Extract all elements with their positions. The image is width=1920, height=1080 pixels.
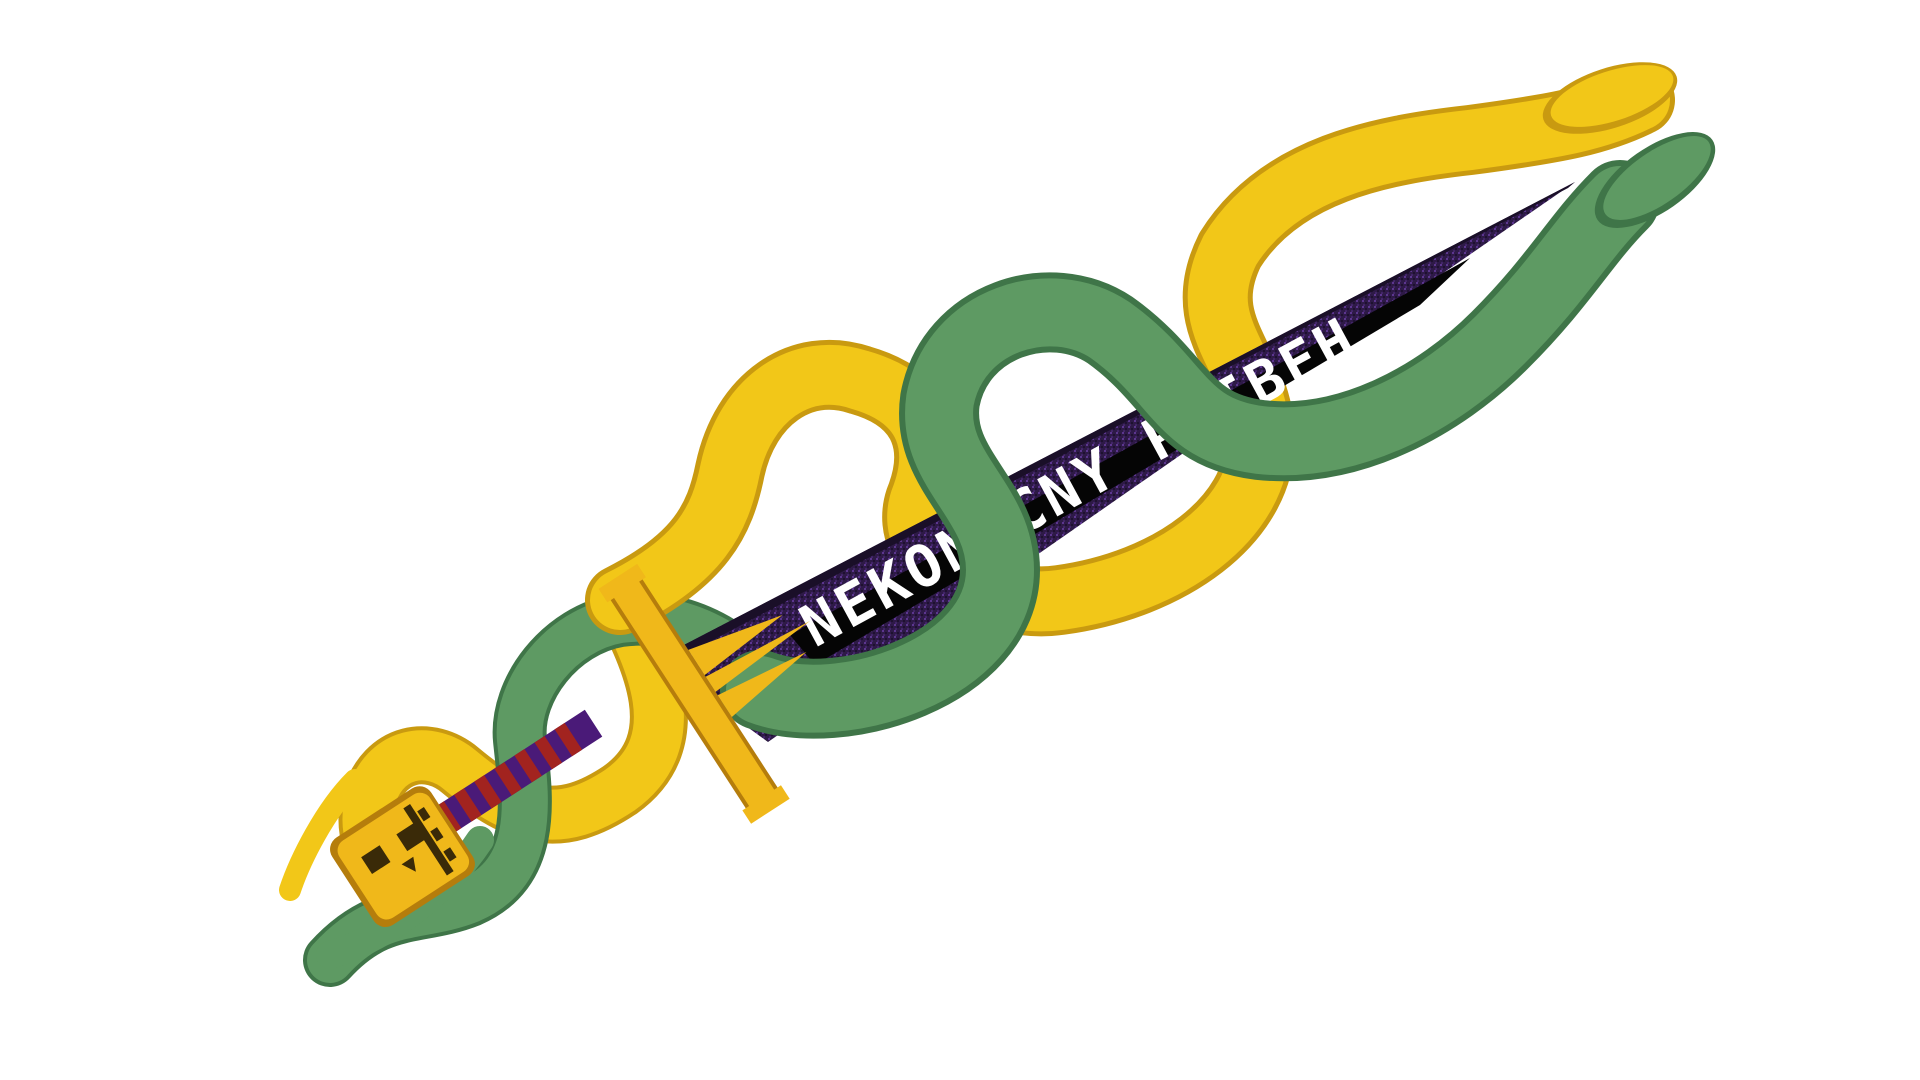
green-snake-head xyxy=(1594,132,1716,228)
yellow-snake-head xyxy=(1542,62,1678,134)
yellow-snake-tail xyxy=(279,769,366,901)
sword-crossguard xyxy=(598,563,811,824)
green-snake-body xyxy=(720,160,1660,739)
yellow-snake-body xyxy=(585,65,1675,637)
skull-pommel xyxy=(330,786,475,928)
sword-grip xyxy=(425,709,603,841)
